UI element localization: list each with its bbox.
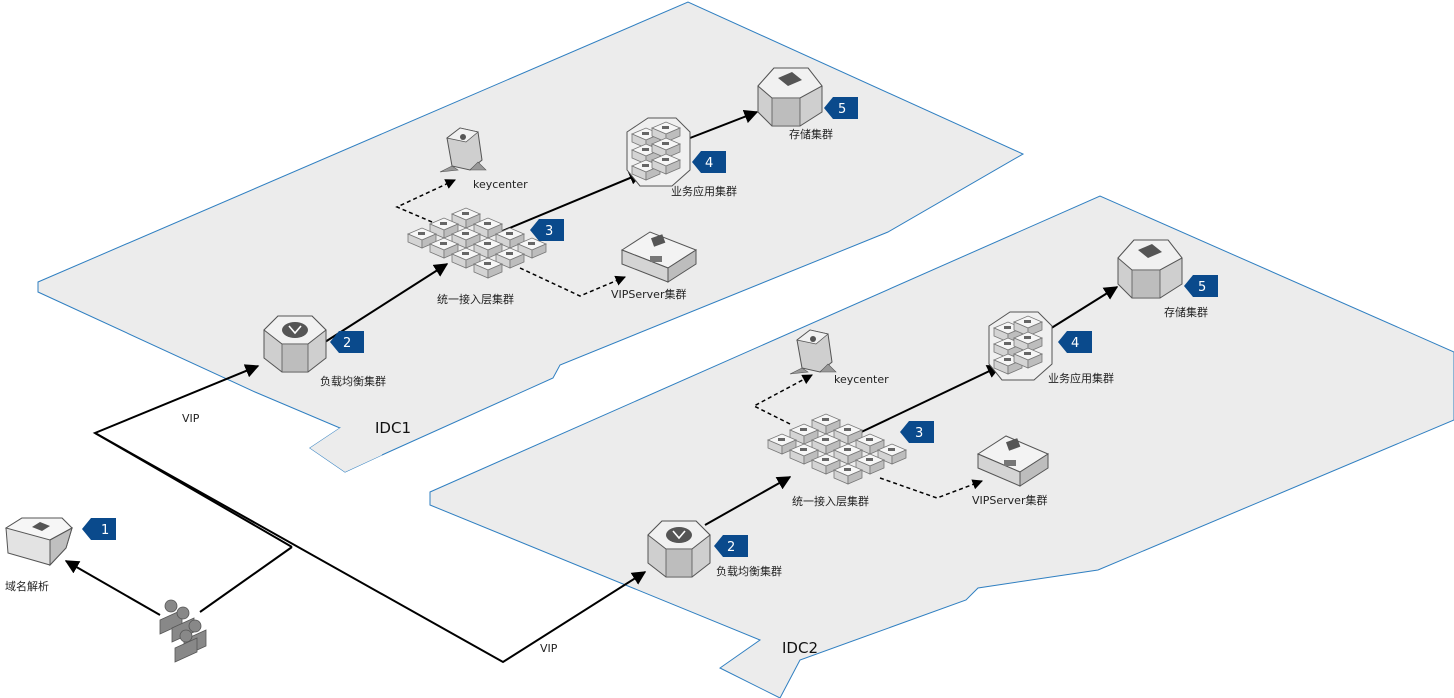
idc2-access-label: 统一接入层集群: [792, 494, 869, 508]
svg-text:1: 1: [101, 523, 109, 538]
svg-text:5: 5: [1198, 280, 1206, 295]
idc2-vip-label: VIP: [540, 642, 558, 655]
idc2-app-to-storage: [1044, 286, 1119, 333]
idc2-lb-label: 负载均衡集群: [716, 564, 782, 578]
app-cluster-icon: [626, 117, 691, 187]
load-balancer-icon: [647, 520, 711, 578]
idc2-vipserver-label: VIPServer集群: [972, 493, 1047, 507]
vipserver-icon: [620, 231, 698, 283]
idc2-access-cluster-node: 3 统一接入层集群: [767, 413, 934, 508]
idc1-app-to-storage: [689, 110, 759, 139]
idc1-lb-to-access: [324, 263, 449, 343]
idc2-access-to-keycenter: [752, 374, 813, 425]
idc1-vipserver-label: VIPServer集群: [611, 287, 686, 301]
dns-node: 1 域名解析: [4, 517, 116, 593]
load-balancer-icon: [263, 315, 327, 373]
dns-step-badge: 1: [82, 518, 116, 540]
idc2-vipserver-node: VIPServer集群: [972, 435, 1050, 507]
idc1-access-to-keycenter: [395, 179, 456, 223]
idc1-lb-label: 负载均衡集群: [320, 374, 386, 388]
idc1-access-to-vipserver: [519, 267, 626, 297]
idc2-access-to-vipserver: [879, 477, 983, 499]
idc1-lb-step-badge: 2: [330, 331, 364, 353]
idc1-keycenter-node: keycenter: [439, 127, 528, 191]
dns-server-icon: [4, 517, 73, 567]
svg-text:4: 4: [705, 156, 713, 171]
idc1-storage-node: 5 存储集群: [757, 67, 858, 141]
storage-icon: [757, 67, 823, 127]
idc2-lb-step-badge: 2: [714, 535, 748, 557]
key-server-icon: [439, 127, 487, 173]
idc1-access-step-badge: 3: [530, 219, 564, 241]
idc2-app-label: 业务应用集群: [1048, 371, 1114, 385]
key-server-icon: [789, 329, 837, 375]
svg-text:4: 4: [1071, 336, 1079, 351]
users-icon: [159, 599, 207, 663]
dns-label: 域名解析: [5, 579, 49, 593]
idc1-storage-step-badge: 5: [824, 97, 858, 119]
idc1-access-to-app: [499, 171, 644, 233]
idc2-lb-to-access: [704, 476, 792, 526]
storage-icon: [1117, 239, 1183, 299]
idc2-storage-node: 5 存储集群: [1117, 239, 1218, 319]
idc1-storage-label: 存储集群: [789, 127, 833, 141]
idc2-storage-label: 存储集群: [1164, 305, 1208, 319]
idc1-load-balancer-node: 2 负载均衡集群: [263, 315, 386, 388]
svg-text:2: 2: [727, 540, 735, 555]
idc2-load-balancer-node: 2 负载均衡集群: [647, 520, 782, 578]
idc2-name: IDC2: [782, 639, 818, 657]
app-cluster-icon: [988, 311, 1053, 381]
idc1-access-cluster-node: 3 统一接入层集群: [407, 207, 564, 306]
svg-text:2: 2: [343, 336, 351, 351]
idc2-access-to-app: [854, 365, 1002, 436]
svg-text:3: 3: [915, 426, 923, 441]
idc2-storage-step-badge: 5: [1184, 275, 1218, 297]
idc1-app-label: 业务应用集群: [671, 184, 737, 198]
users-to-dns-arrow: [64, 560, 161, 616]
connections: [64, 110, 1119, 664]
idc1-app-cluster-node: 4 业务应用集群: [626, 117, 737, 198]
idc2-access-step-badge: 3: [900, 421, 934, 443]
idc1-access-label: 统一接入层集群: [437, 292, 514, 306]
idc1-name: IDC1: [375, 419, 411, 437]
idc2-keycenter-node: keycenter: [789, 329, 889, 386]
users-to-vip-line: [199, 546, 293, 613]
idc1-vip-label: VIP: [182, 412, 200, 425]
vip-idc2-arrow: [94, 432, 647, 664]
vipserver-icon: [976, 435, 1050, 487]
idc1-vipserver-node: VIPServer集群: [611, 231, 698, 301]
idc1-keycenter-label: keycenter: [473, 178, 528, 191]
idc2-keycenter-label: keycenter: [834, 373, 889, 386]
idc1-app-step-badge: 4: [692, 151, 726, 173]
idc2-app-cluster-node: 4 业务应用集群: [988, 311, 1114, 385]
idc2-app-step-badge: 4: [1058, 331, 1092, 353]
svg-text:5: 5: [838, 102, 846, 117]
svg-text:3: 3: [545, 224, 553, 239]
